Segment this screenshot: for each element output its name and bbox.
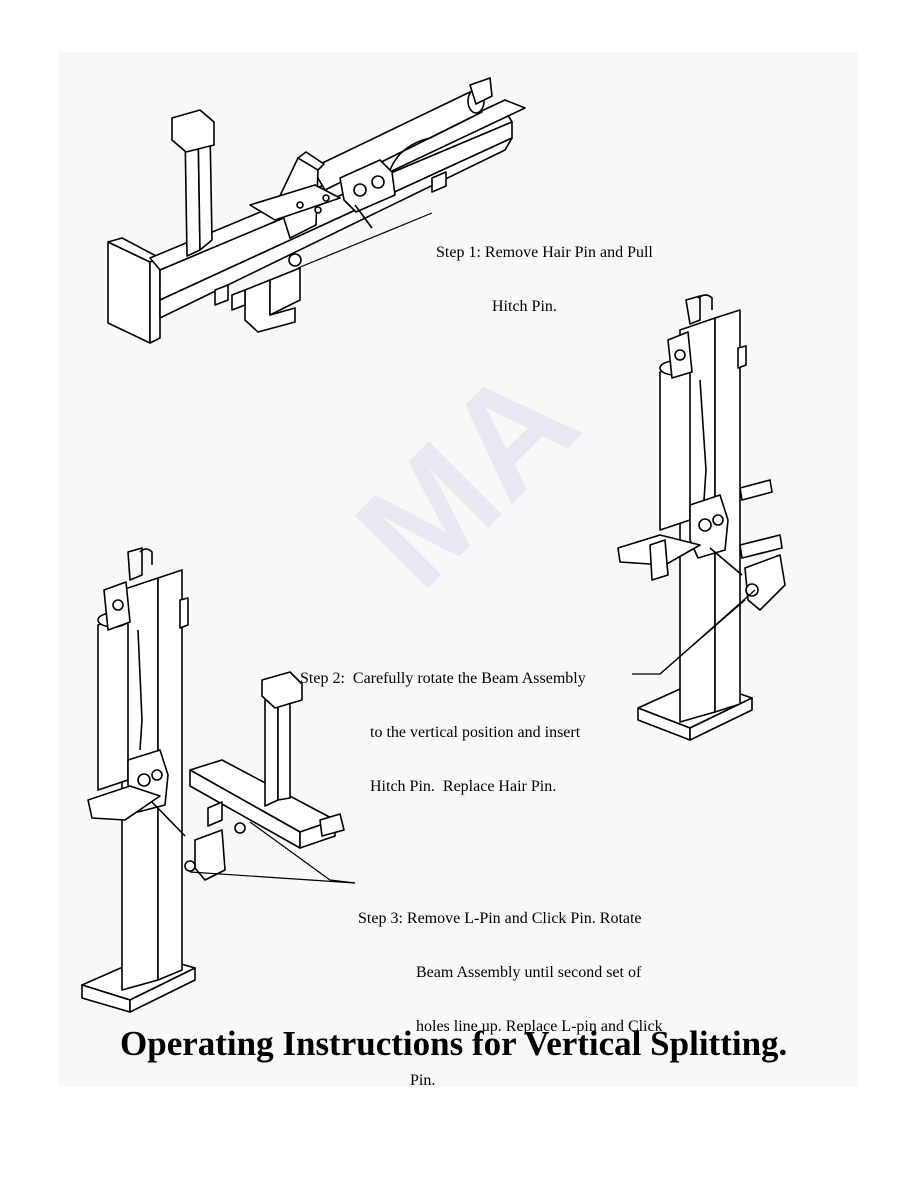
step-3-line-1: Step 3: Remove L-Pin and Click Pin. Rota… <box>358 910 642 927</box>
step-3-line-4: Pin. <box>410 1072 436 1089</box>
step-3-line-2: Beam Assembly until second set of <box>416 964 642 981</box>
page-title: Operating Instructions for Vertical Spli… <box>120 1024 788 1063</box>
vertical-splitter-left-figure <box>81 547 345 1013</box>
step-1-line-1: Step 1: Remove Hair Pin and Pull <box>436 244 653 261</box>
step-3-callout: Step 3: Remove L-Pin and Click Pin. Rota… <box>358 874 663 1108</box>
leader-lines <box>189 212 756 884</box>
step-2-line-3: Hitch Pin. Replace Hair Pin. <box>370 778 557 795</box>
step-1-callout: Step 1: Remove Hair Pin and Pull Hitch P… <box>436 208 653 334</box>
step-3-line-3: holes line up. Replace L-pin and Click <box>416 1018 663 1035</box>
vertical-splitter-right-figure <box>617 294 786 741</box>
step-1-line-2: Hitch Pin. <box>492 298 557 315</box>
horizontal-splitter-figure <box>107 77 526 344</box>
step-2-callout: Step 2: Carefully rotate the Beam Assemb… <box>300 634 586 814</box>
step-2-line-1: Step 2: Carefully rotate the Beam Assemb… <box>300 670 586 687</box>
step-2-line-2: to the vertical position and insert <box>370 724 581 741</box>
